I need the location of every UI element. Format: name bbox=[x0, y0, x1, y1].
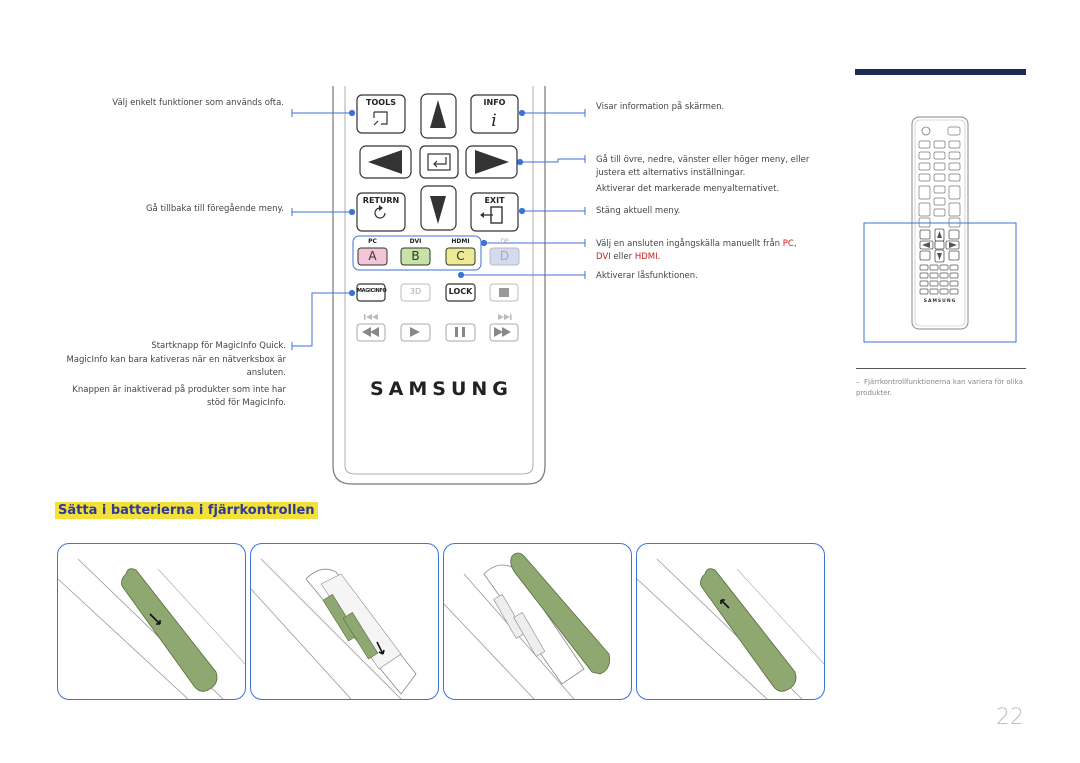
note-body: Fjärrkontrollfunktionerna kan variera fö… bbox=[856, 378, 1023, 397]
d-button: D bbox=[499, 249, 510, 263]
dvi-label: DVI bbox=[409, 238, 422, 245]
magicinfo-support-note: Knappen är inaktiverad på produkter som … bbox=[72, 385, 286, 408]
mini-samsung-logo: SAMSUNG bbox=[923, 299, 957, 304]
page-number: 22 bbox=[996, 705, 1024, 730]
source-text: Välj en ansluten ingångskälla manuellt f… bbox=[596, 239, 783, 249]
exit-label: Stäng aktuell meny. bbox=[596, 206, 681, 216]
lock-label: Aktiverar låsfunktionen. bbox=[596, 271, 698, 281]
hdmi-label: HDMI bbox=[451, 238, 470, 245]
header-bar bbox=[855, 69, 1026, 75]
remote-overview bbox=[863, 116, 1017, 343]
note-dash: – bbox=[856, 378, 864, 386]
source-pc: PC bbox=[782, 239, 794, 249]
battery-step-1 bbox=[57, 543, 246, 700]
note-divider bbox=[856, 368, 1026, 369]
return-label: Gå tillbaka till föregående meny. bbox=[145, 204, 284, 214]
a-button: A bbox=[368, 249, 377, 263]
samsung-logo: SAMSUNG bbox=[370, 378, 513, 400]
dp-label: DP bbox=[500, 238, 509, 245]
battery-step-4 bbox=[636, 543, 825, 700]
pc-label: PC bbox=[368, 238, 377, 245]
exit-button: EXIT bbox=[484, 196, 505, 205]
tools-button: TOOLS bbox=[366, 98, 396, 107]
battery-step-3 bbox=[443, 543, 632, 700]
battery-step-2 bbox=[250, 543, 439, 700]
magicinfo-button: MAGICINFO bbox=[357, 288, 387, 294]
lock-button: LOCK bbox=[448, 287, 473, 296]
magicinfo-label: Startknapp för MagicInfo Quick. bbox=[151, 341, 286, 351]
source-end: . bbox=[657, 252, 661, 262]
info-button: INFO bbox=[483, 98, 506, 107]
section-heading: Sätta i batterierna i fjärrkontrollen bbox=[55, 502, 318, 519]
return-button: RETURN bbox=[362, 196, 400, 205]
svg-text:i: i bbox=[491, 111, 496, 131]
c-button: C bbox=[456, 249, 465, 263]
tools-label: Välj enkelt funktioner som används ofta. bbox=[112, 98, 284, 108]
source-or: eller bbox=[610, 252, 635, 262]
info-label: Visar information på skärmen. bbox=[596, 102, 725, 112]
magicinfo-network-note: MagicInfo kan bara kativeras när en nätv… bbox=[66, 355, 286, 378]
note-text: – Fjärrkontrollfunktionerna kan variera … bbox=[856, 377, 1028, 399]
source-label: Välj en ansluten ingångskälla manuellt f… bbox=[596, 238, 820, 264]
remote-illustration: i bbox=[291, 86, 586, 485]
arrows-label: Gå till övre, nedre, vänster eller höger… bbox=[596, 155, 810, 178]
source-hdmi: HDMI bbox=[634, 252, 658, 262]
source-dvi: DVI bbox=[596, 252, 611, 262]
b-button: B bbox=[411, 249, 420, 263]
source-sep: , bbox=[793, 239, 797, 249]
3d-button: 3D bbox=[409, 287, 422, 296]
enter-label: Aktiverar det markerade menyalternativet… bbox=[596, 184, 780, 194]
